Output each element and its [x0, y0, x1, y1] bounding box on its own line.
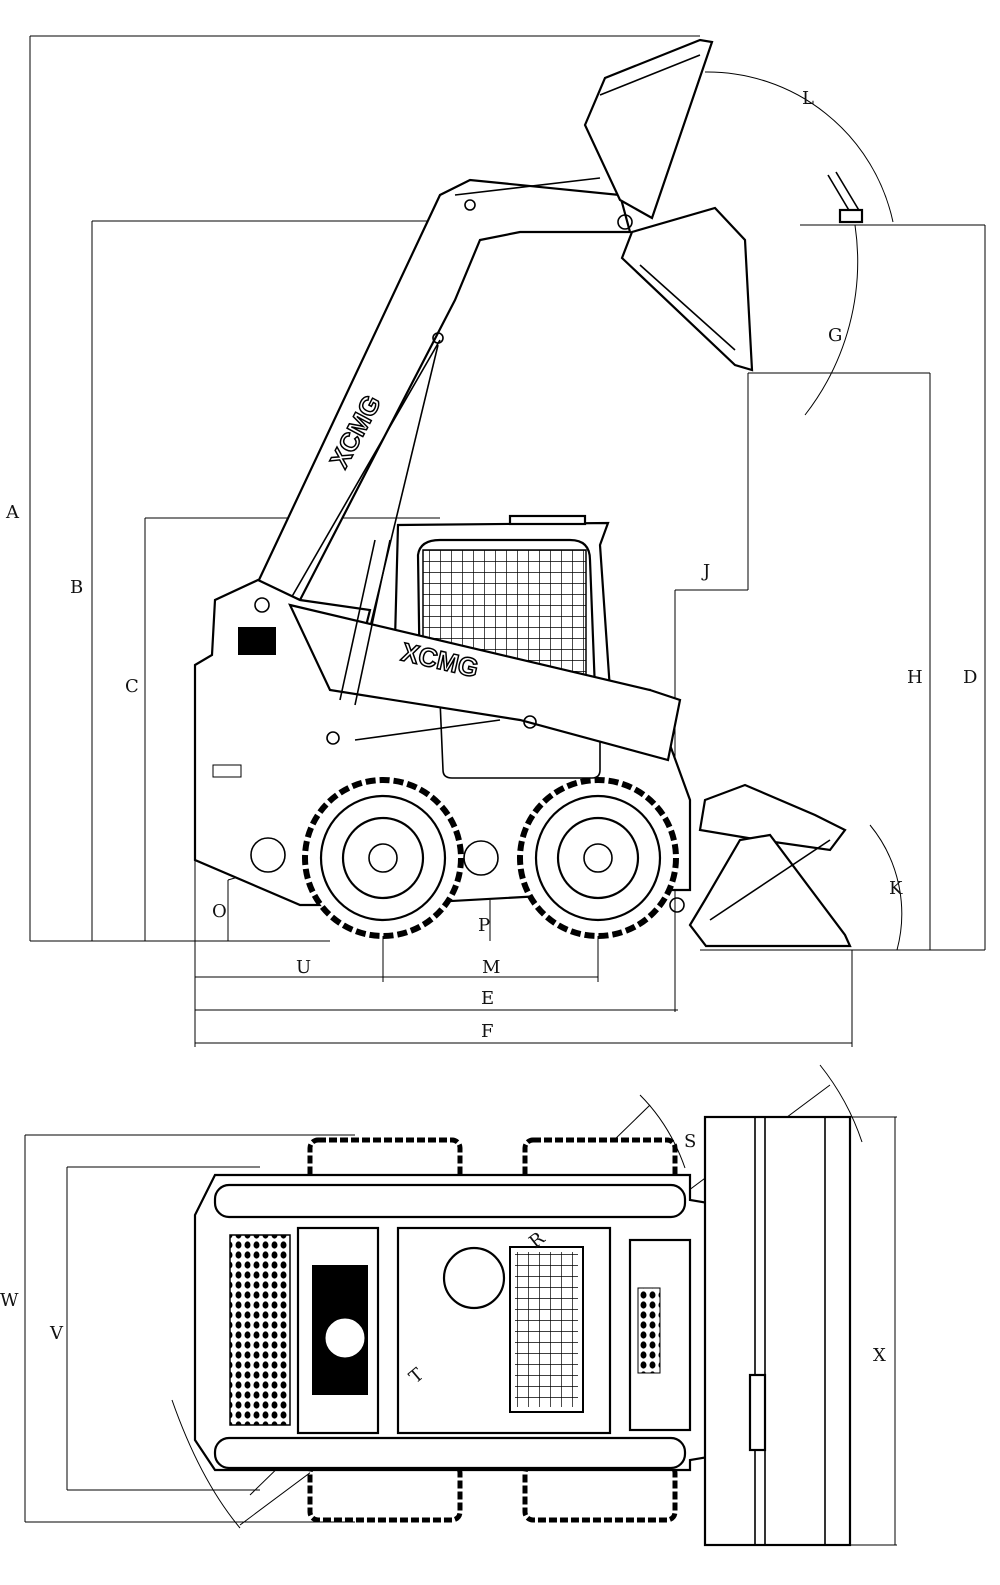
label-f: F	[481, 1021, 494, 1042]
label-h: H	[907, 667, 923, 688]
top-bucket	[703, 1115, 852, 1547]
angle-marker	[827, 171, 864, 224]
label-b: B	[70, 577, 83, 598]
label-k: K	[889, 878, 903, 899]
label-u: U	[296, 957, 311, 978]
dimension-lines	[29, 35, 986, 1047]
raised-bucket-dump	[583, 38, 714, 220]
top-body	[193, 1173, 752, 1472]
side-view: XCMG X	[5, 35, 986, 1047]
front-wheel	[517, 777, 679, 939]
label-v: V	[49, 1323, 64, 1344]
label-x: X	[873, 1345, 886, 1366]
label-s: S	[684, 1131, 696, 1152]
ground-bucket	[669, 783, 852, 948]
decal	[238, 627, 276, 655]
raised-bucket-level	[620, 206, 754, 372]
label-w: W	[0, 1290, 19, 1311]
top-view: R S T V W X	[0, 1064, 897, 1547]
label-d: D	[963, 667, 977, 688]
rear-wheel	[302, 777, 464, 939]
side-view-labels: A B C D E F G H J K L M O P U	[5, 88, 977, 1042]
label-o: O	[212, 901, 227, 922]
label-c: C	[125, 676, 139, 697]
label-j: J	[701, 561, 710, 582]
label-e: E	[481, 988, 494, 1009]
label-a: A	[5, 502, 20, 523]
label-p: P	[478, 915, 490, 936]
label-m: M	[482, 957, 500, 978]
label-l: L	[802, 88, 814, 109]
label-g: G	[828, 325, 842, 346]
